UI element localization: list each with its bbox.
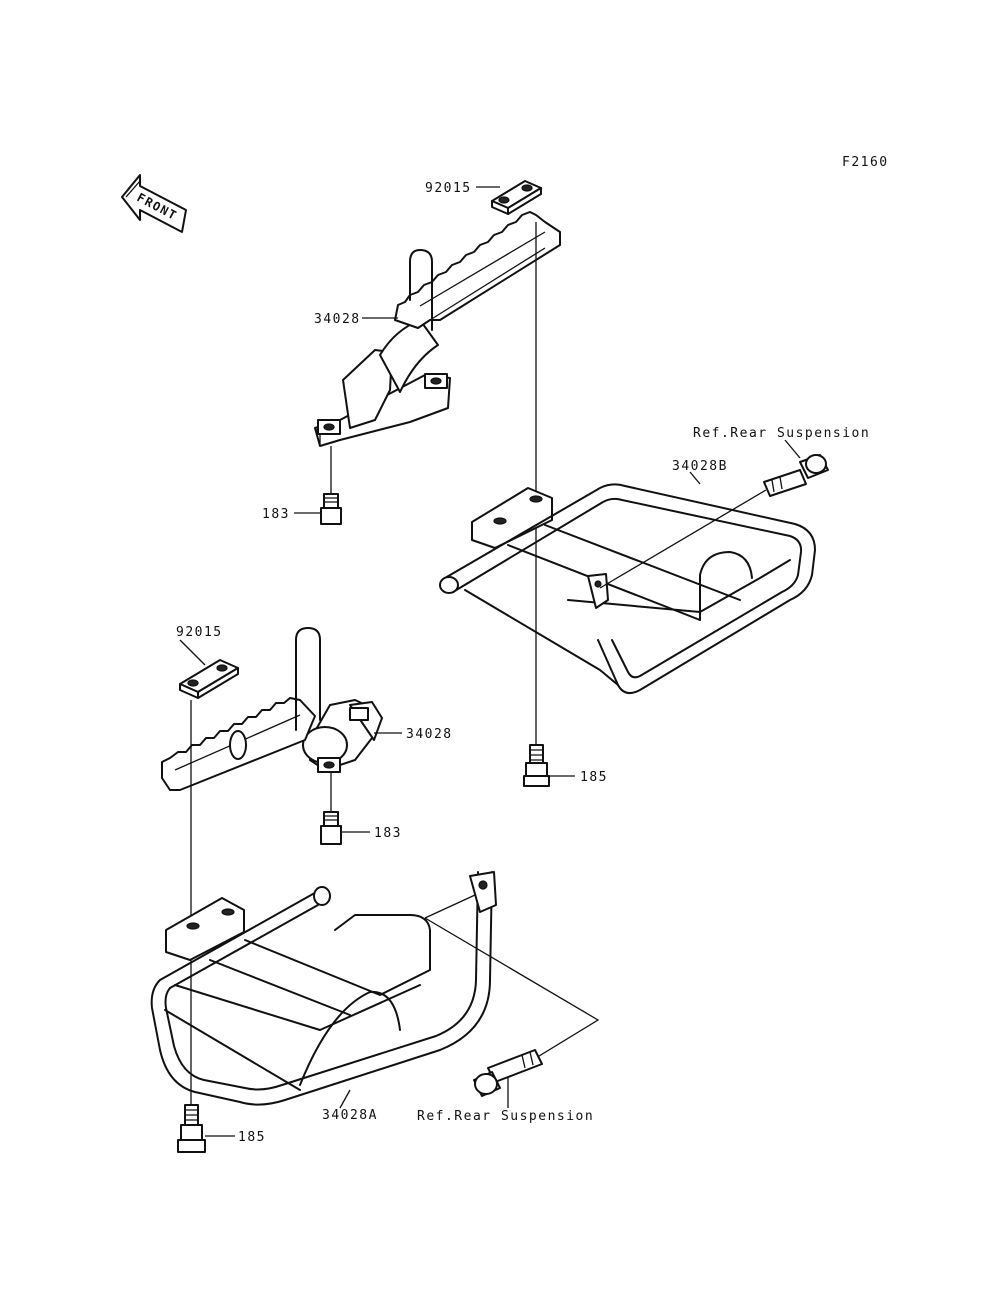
label-lower-bolt: 183 bbox=[374, 826, 402, 841]
front-arrow-icon: FRONT bbox=[121, 174, 187, 233]
label-ref-bottom: Ref.Rear Suspension bbox=[417, 1109, 594, 1124]
ref-line-top bbox=[599, 489, 767, 589]
footpeg-lower bbox=[161, 627, 383, 791]
guard-34028A bbox=[150, 871, 497, 1106]
label-lower-guard: 34028A bbox=[322, 1108, 378, 1123]
leader-lower-guard bbox=[339, 1089, 351, 1109]
label-lower-footpeg: 34028 bbox=[406, 727, 453, 742]
label-top-clip: 92015 bbox=[425, 181, 472, 196]
clip-92015-lower bbox=[179, 659, 239, 699]
clip-92015-top bbox=[491, 180, 542, 215]
label-left-bolt: 185 bbox=[238, 1130, 266, 1145]
label-lower-clip: 92015 bbox=[176, 625, 223, 640]
leader-upper-guard bbox=[689, 471, 701, 485]
bolt-183-lower bbox=[320, 811, 342, 845]
label-upper-bolt: 183 bbox=[262, 507, 290, 522]
bolt-185-right bbox=[523, 744, 550, 787]
bolt-ref-bottom bbox=[473, 1049, 543, 1097]
figure-code: F2160 bbox=[842, 155, 889, 170]
leader-ref-top bbox=[784, 439, 801, 459]
label-upper-footpeg: 34028 bbox=[314, 312, 361, 327]
leader-lower-clip bbox=[179, 639, 206, 666]
label-upper-guard: 34028B bbox=[672, 459, 728, 474]
bolt-183-upper bbox=[320, 493, 342, 525]
guard-34028B bbox=[439, 483, 816, 695]
label-ref-top: Ref.Rear Suspension bbox=[693, 426, 870, 441]
bolt-ref-top bbox=[763, 454, 829, 497]
label-right-bolt: 185 bbox=[580, 770, 608, 785]
bolt-185-left bbox=[177, 1104, 206, 1153]
footpeg-upper bbox=[314, 211, 561, 447]
